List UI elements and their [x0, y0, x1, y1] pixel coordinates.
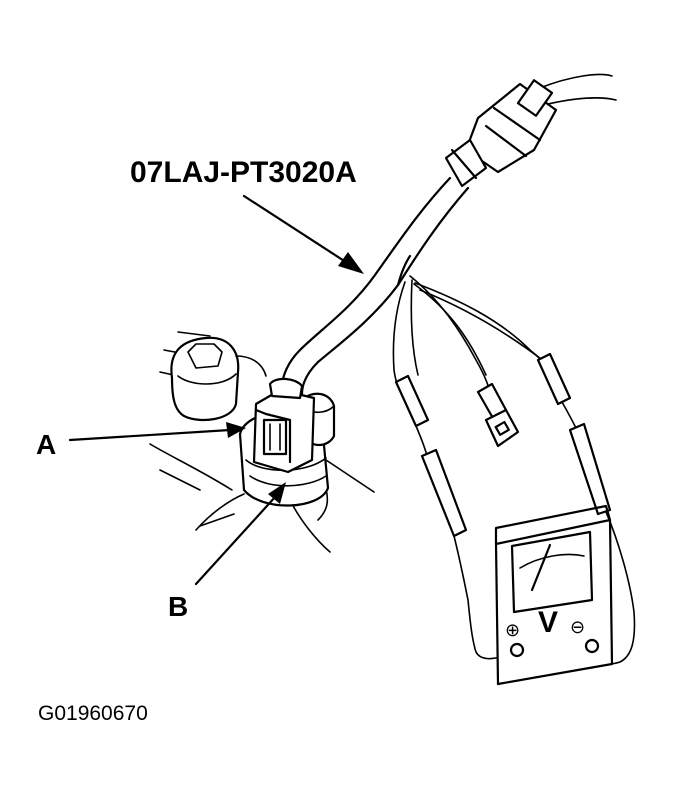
positive-terminal-symbol: ⊕	[505, 620, 520, 641]
voltmeter-unit-symbol: V	[538, 606, 558, 639]
callout-b-label: B	[168, 591, 188, 622]
tool-callout-arrow	[242, 194, 364, 274]
sensor-connector	[238, 377, 336, 507]
callout-a-arrow	[68, 422, 246, 442]
callout-a-label: A	[36, 429, 56, 460]
voltmeter	[494, 504, 614, 686]
tool-number-label: 07LAJ-PT3020A	[130, 156, 357, 189]
callout-b-arrow	[194, 482, 286, 586]
branch-leads	[392, 275, 636, 665]
figure-code-label: G01960670	[38, 702, 148, 725]
negative-terminal-symbol: ⊖	[570, 617, 585, 638]
upper-connector	[444, 73, 617, 188]
test-harness-cable	[280, 176, 470, 396]
